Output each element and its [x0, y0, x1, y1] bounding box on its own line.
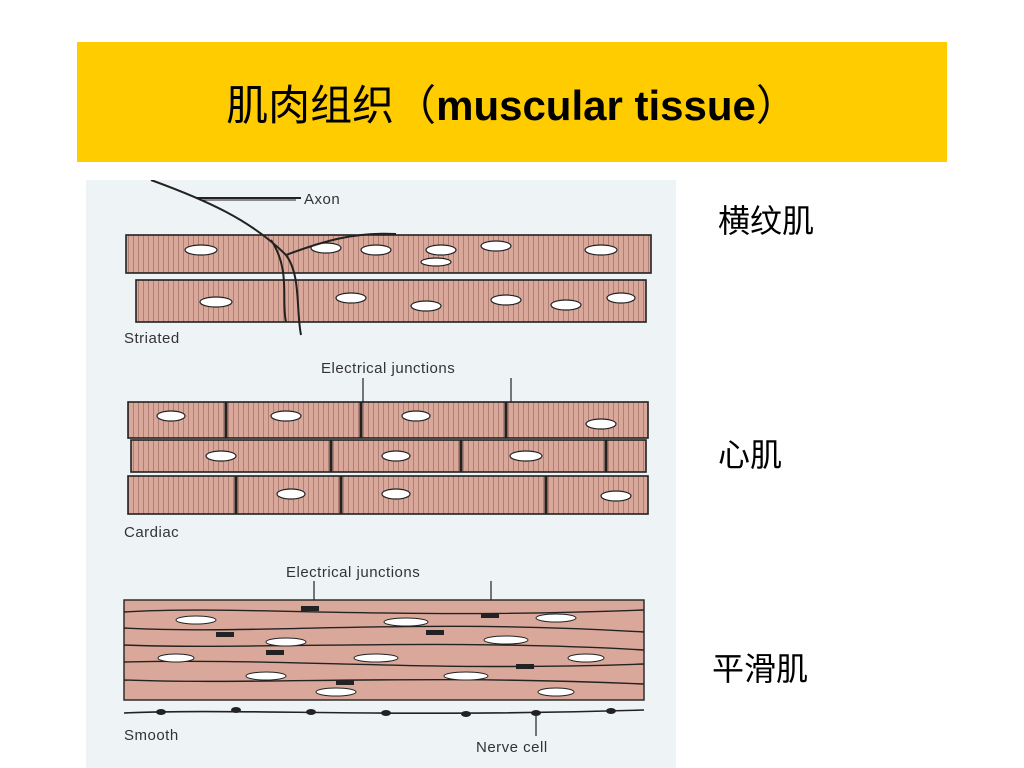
slide-title: 肌肉组织（muscular tissue） — [226, 72, 798, 133]
nucleus — [535, 613, 577, 623]
label-electrical-junctions-2: Electrical junctions — [286, 564, 420, 581]
smooth-fiber-boundary — [123, 660, 645, 668]
nerve-fiber — [123, 709, 645, 715]
nucleus — [157, 653, 195, 663]
gap-junction — [336, 680, 354, 685]
gap-junction — [481, 613, 499, 618]
nucleus — [480, 240, 512, 252]
label-electrical-junctions-1: Electrical junctions — [321, 360, 455, 377]
nucleus — [401, 410, 431, 422]
nucleus — [567, 653, 605, 663]
title-close-paren: ） — [755, 80, 798, 130]
nucleus — [156, 410, 186, 422]
cardiac-fibers: Electrical junctions — [124, 360, 649, 541]
nucleus — [537, 687, 575, 697]
label-axon: Axon — [304, 191, 340, 208]
nucleus — [600, 490, 632, 502]
varicosity — [531, 710, 541, 716]
gap-junction — [216, 632, 234, 637]
muscle-diagram-svg: Axon Striated Electrical junctions — [123, 180, 652, 756]
gap-junction — [301, 606, 319, 611]
cardiac-row-1 — [127, 401, 649, 439]
nucleus — [265, 637, 307, 647]
smooth-fiber-boundary — [123, 643, 645, 651]
label-smooth-cn: 平滑肌 — [712, 650, 809, 688]
varicosity — [231, 707, 241, 713]
nucleus — [509, 450, 543, 462]
nucleus — [245, 671, 287, 681]
striated-fibers: Axon Striated — [124, 180, 652, 347]
nucleus — [410, 300, 442, 312]
nucleus — [383, 617, 429, 627]
nucleus — [310, 242, 342, 254]
smooth-fiber-boundary — [123, 625, 645, 633]
muscle-tissue-diagram: Axon Striated Electrical junctions — [86, 180, 676, 768]
nucleus — [360, 244, 392, 256]
nucleus — [443, 671, 489, 681]
nucleus — [483, 635, 529, 645]
nucleus — [276, 488, 306, 500]
nucleus — [420, 257, 452, 267]
axon-nerve — [150, 180, 397, 336]
smooth-fibers: Electrical junctions — [123, 564, 645, 756]
nucleus — [584, 244, 618, 256]
title-english: muscular tissue — [436, 81, 756, 129]
varicosity — [381, 710, 391, 716]
nucleus — [199, 296, 233, 308]
nucleus — [381, 450, 411, 462]
varicosity — [606, 708, 616, 714]
title-bar: 肌肉组织（muscular tissue） — [77, 42, 947, 162]
gap-junction — [266, 650, 284, 655]
nucleus — [335, 292, 367, 304]
label-cardiac-cn: 心肌 — [718, 436, 783, 474]
varicosity — [156, 709, 166, 715]
varicosity — [461, 711, 471, 717]
label-nerve-cell: Nerve cell — [476, 739, 548, 756]
title-chinese: 肌肉组织（ — [226, 80, 437, 130]
nucleus — [315, 687, 357, 697]
smooth-fiber-boundary — [123, 609, 645, 615]
nucleus — [490, 294, 522, 306]
nucleus — [270, 410, 302, 422]
label-cardiac: Cardiac — [124, 524, 179, 541]
varicosity — [306, 709, 316, 715]
nucleus — [175, 615, 217, 625]
label-striated-cn: 横纹肌 — [718, 202, 815, 240]
nucleus — [550, 299, 582, 311]
label-striated: Striated — [124, 330, 180, 347]
nucleus — [606, 292, 636, 304]
gap-junction — [516, 664, 534, 669]
gap-junction — [426, 630, 444, 635]
nucleus — [184, 244, 218, 256]
nucleus — [381, 488, 411, 500]
nucleus — [425, 244, 457, 256]
nucleus — [205, 450, 237, 462]
nucleus — [353, 653, 399, 663]
label-smooth: Smooth — [124, 727, 179, 744]
nucleus — [585, 418, 617, 430]
striated-fiber-1 — [125, 234, 652, 274]
